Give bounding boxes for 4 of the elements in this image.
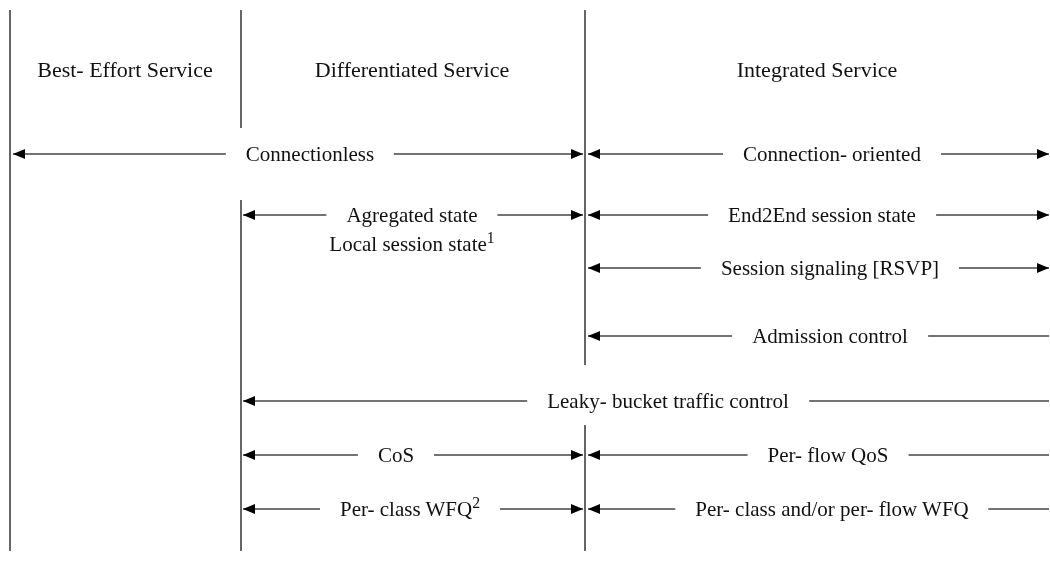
span-label: Per- class WFQ$^{2}$ (319, 496, 501, 522)
column-heading: Differentiated Service (313, 56, 511, 84)
column-heading: Best- Effort Service (36, 56, 214, 84)
column-heading: Integrated Service (735, 56, 899, 84)
